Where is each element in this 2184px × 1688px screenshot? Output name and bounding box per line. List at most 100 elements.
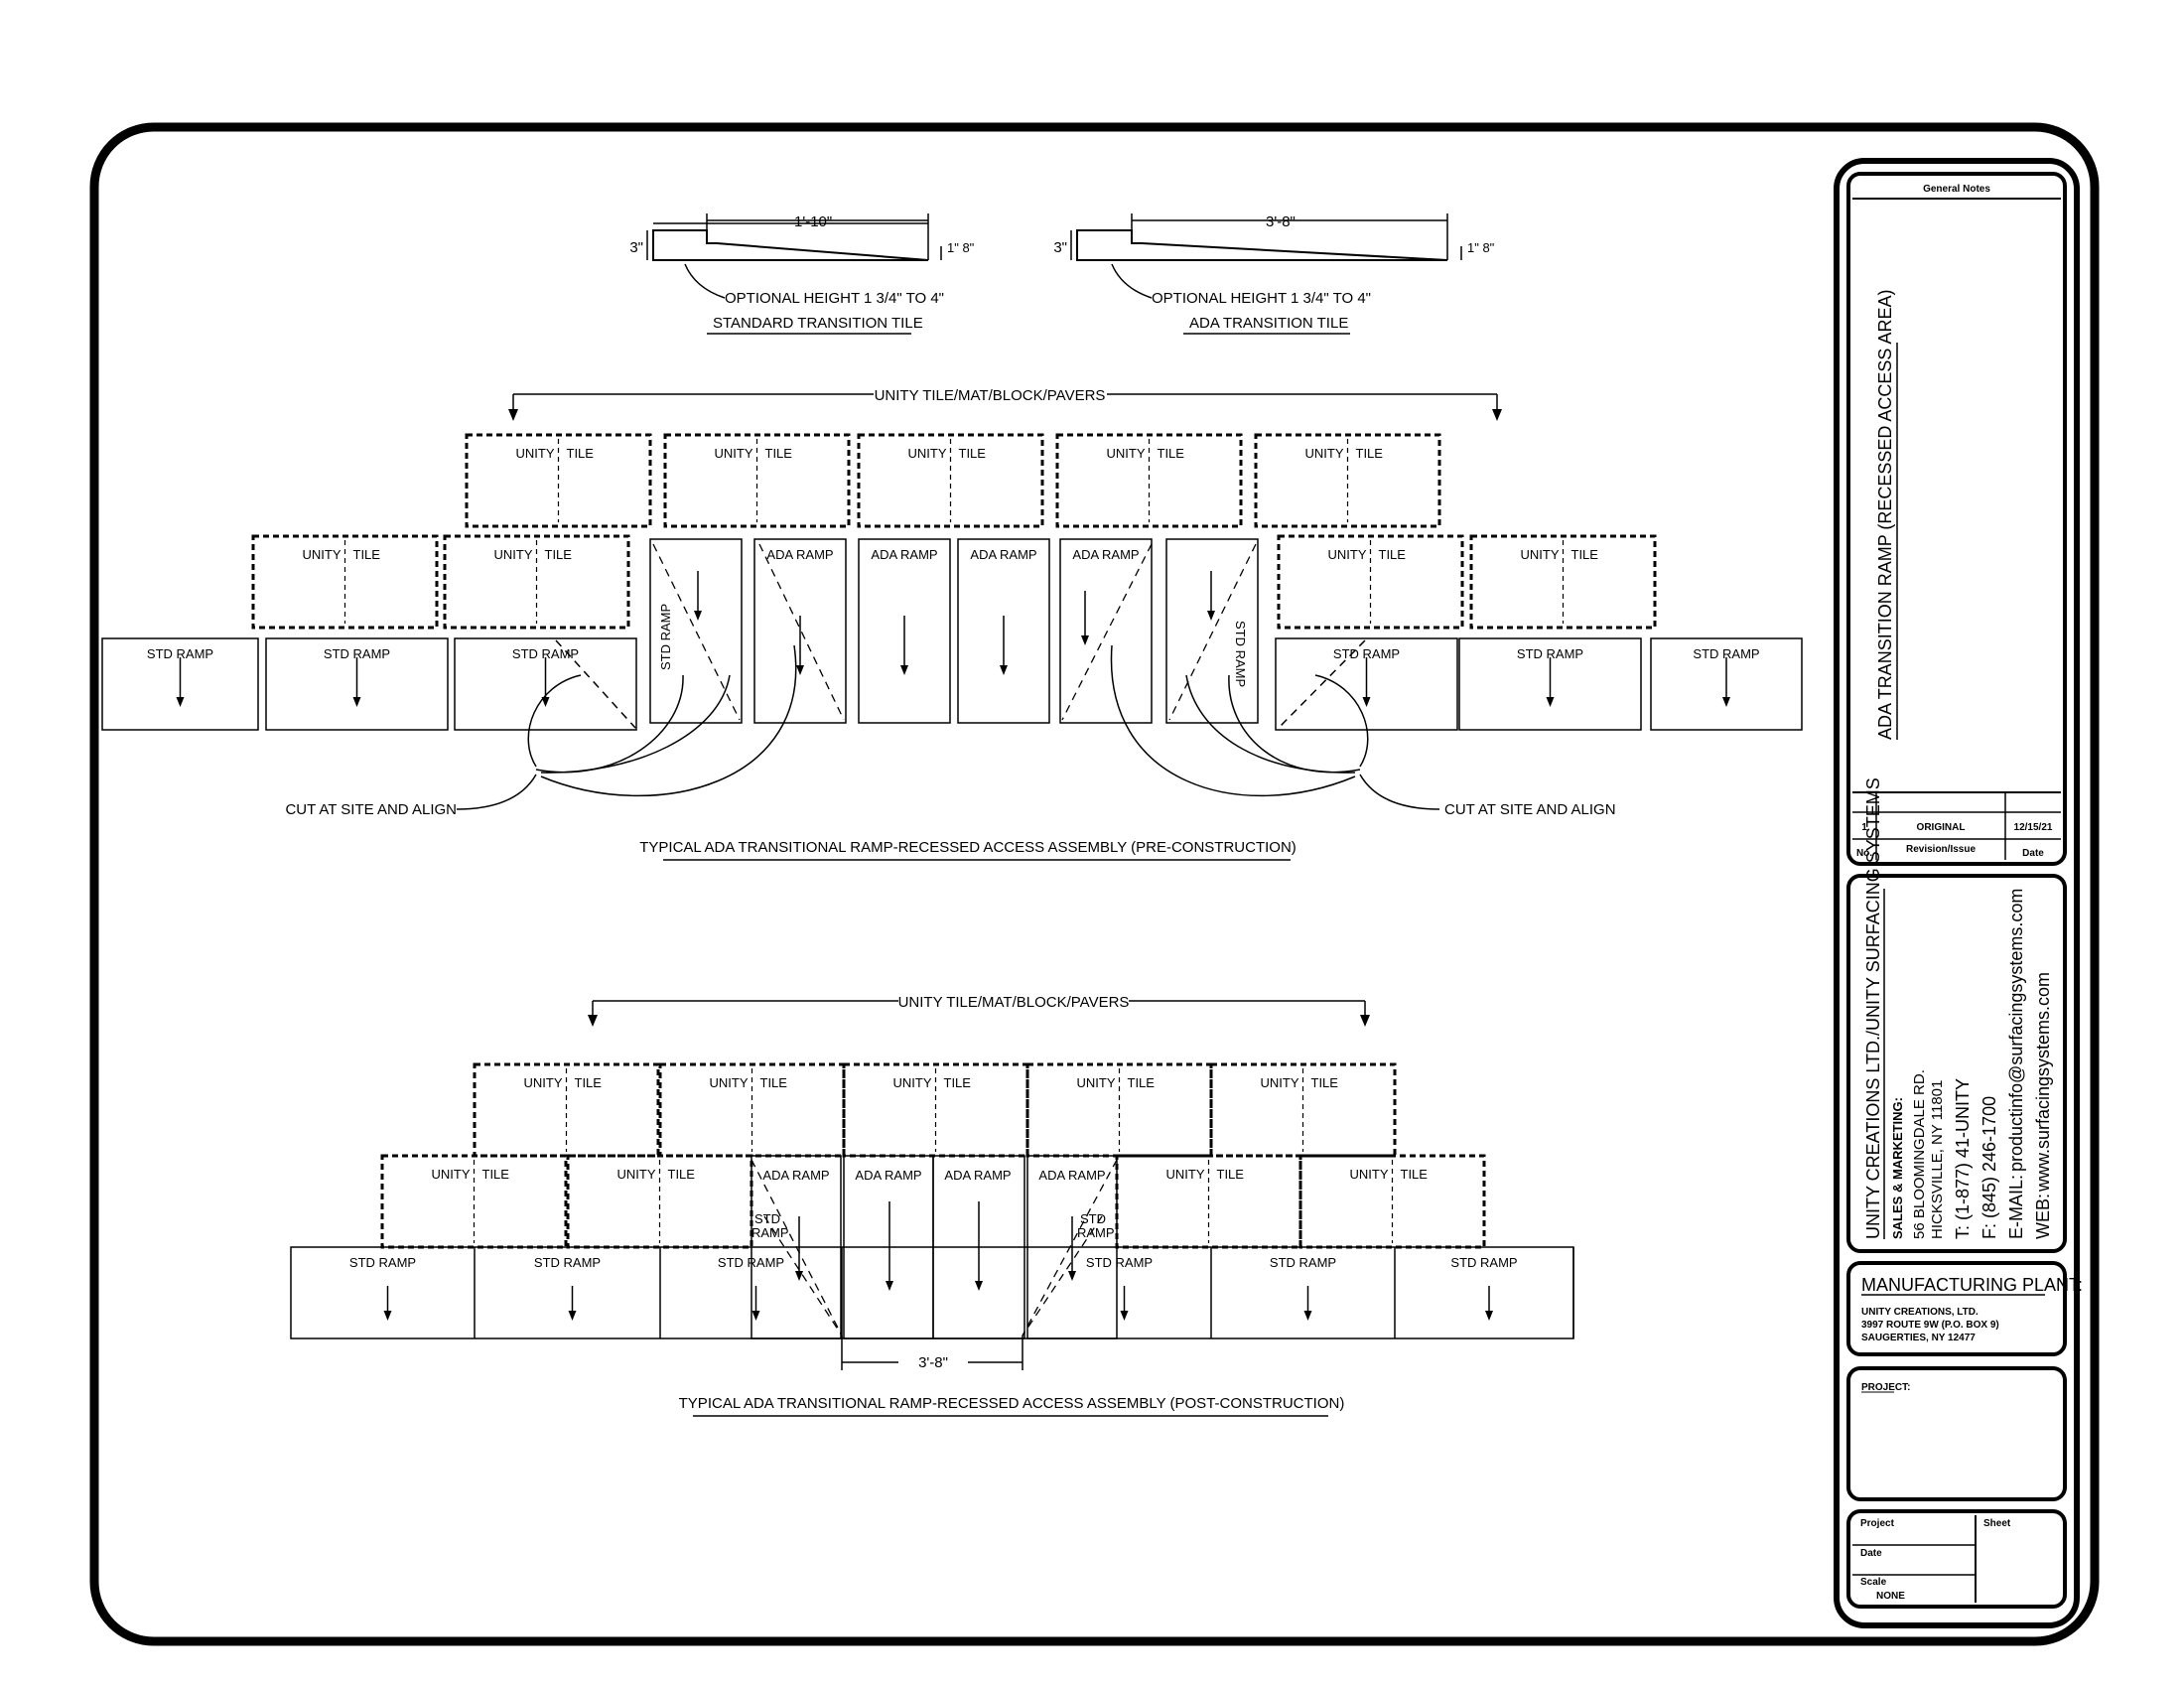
tile-label-unity: UNITY <box>715 446 753 461</box>
ada-ramp: ADA RAMP <box>753 538 847 724</box>
direction-arrow-head <box>568 1311 577 1321</box>
plant-line-1: UNITY CREATIONS, LTD. <box>1861 1307 1979 1318</box>
general-notes-panel <box>1846 172 2067 866</box>
direction-arrow-head <box>383 1311 392 1321</box>
plant-heading: MANUFACTURING PLANT: <box>1861 1275 2083 1295</box>
direction-arrow-head <box>1068 1271 1076 1281</box>
tile-label-unity: UNITY <box>908 446 947 461</box>
ada-ramp-label: ADA RAMP <box>1072 547 1139 562</box>
std-ramp-outline <box>101 637 259 731</box>
direction-arrow-head <box>1722 697 1730 707</box>
direction-arrow-head <box>1303 1311 1312 1321</box>
std-ramp-label: STD RAMP <box>512 646 579 661</box>
std-ramp: STD RAMP <box>454 637 637 731</box>
direction-arrow-head <box>1485 1311 1493 1321</box>
cut-line <box>1168 543 1257 721</box>
ada-ramp-outline <box>1026 1155 1118 1339</box>
tile-label-unity: UNITY <box>516 446 555 461</box>
email-address[interactable]: productinfo@surfacingsystems.com <box>2006 889 2026 1172</box>
unity-tile-outline <box>380 1154 568 1249</box>
tile-label-unity: UNITY <box>1107 446 1146 461</box>
tile-label-tile: TILE <box>1128 1075 1156 1090</box>
project-label: PROJECT: <box>1861 1382 1910 1393</box>
tile-label-unity: UNITY <box>524 1075 563 1090</box>
company-panel <box>1846 874 2067 1253</box>
revision-header-no: No. <box>1856 848 1872 859</box>
ada-ramp-label: ADA RAMP <box>1038 1168 1105 1183</box>
sheet-info-panel <box>1846 1509 2067 1609</box>
direction-arrow-head <box>1000 665 1008 675</box>
tile-label-unity: UNITY <box>710 1075 749 1090</box>
std-ramp-label: STD RAMP <box>324 646 390 661</box>
tile-label-tile: TILE <box>353 547 381 562</box>
scale-value: NONE <box>1876 1591 1905 1602</box>
direction-arrow-head <box>1207 611 1215 621</box>
tile-label-tile: TILE <box>1401 1167 1429 1182</box>
unity-tile-outline <box>443 534 630 630</box>
pre-cut-note-left: CUT AT SITE AND ALIGN <box>285 801 457 818</box>
cut-line <box>1278 639 1366 729</box>
std-ramp-small-label: RAMP <box>1077 1225 1115 1240</box>
std-ramp: STD RAMP <box>1650 637 1803 731</box>
ada-tile-title: ADA TRANSITION TILE <box>1189 315 1348 332</box>
tile-label-unity: UNITY <box>494 547 533 562</box>
std-ramp-label: STD RAMP <box>1517 646 1583 661</box>
direction-arrow-head <box>975 1281 983 1291</box>
cut-line <box>763 1215 843 1336</box>
direction-arrow-head <box>751 1311 760 1321</box>
revision-header-description: Revision/Issue <box>1906 844 1976 855</box>
unity-tile-outline <box>842 1062 1029 1158</box>
std-ramp-label: STD RAMP <box>1333 646 1400 661</box>
std-ramp-label: STD RAMP <box>658 604 673 670</box>
tile-label-tile: TILE <box>1217 1167 1245 1182</box>
std-ramp-small-label: STD <box>754 1211 780 1226</box>
tile-label-tile: TILE <box>1379 547 1407 562</box>
pre-cut-note-right: CUT AT SITE AND ALIGN <box>1444 801 1616 818</box>
ada-ramp: ADA RAMP <box>1059 538 1153 724</box>
ada-ramp-outline <box>957 538 1050 724</box>
unity-tile-outline <box>1277 534 1464 630</box>
sheet-border <box>89 122 2100 1646</box>
std-ramp-label: STD RAMP <box>147 646 213 661</box>
std-ramp-outline <box>265 637 449 731</box>
std-ramp-outline <box>454 637 637 731</box>
std-ramp-rotated: STD RAMP <box>1165 538 1259 724</box>
revision-description: ORIGINAL <box>1917 822 1966 833</box>
tile-label-tile: TILE <box>944 1075 972 1090</box>
tile-label-tile: TILE <box>1356 446 1384 461</box>
revision-date: 12/15/21 <box>2014 822 2053 833</box>
web-address[interactable]: www.surfacingsystems.com <box>2033 972 2053 1193</box>
direction-arrow-head <box>176 697 185 707</box>
std-tile-length: 1'-10" <box>794 213 832 230</box>
label-sheet: Sheet <box>1983 1518 2011 1529</box>
pre-title: TYPICAL ADA TRANSITIONAL RAMP-RECESSED A… <box>639 839 1297 856</box>
std-ramp-small-label: RAMP <box>751 1225 789 1240</box>
unity-tile-outline <box>251 534 439 630</box>
std-tile-title: STANDARD TRANSITION TILE <box>713 315 923 332</box>
web-label: WEB: <box>2033 1194 2053 1239</box>
direction-arrow-head <box>1546 697 1555 707</box>
post-title: TYPICAL ADA TRANSITIONAL RAMP-RECESSED A… <box>679 1395 1345 1412</box>
unity-tile-outline <box>1298 1154 1486 1249</box>
ada-ramp: ADA RAMP <box>751 1155 842 1339</box>
direction-arrow-head <box>795 1271 803 1281</box>
unity-tile-outline <box>465 433 652 528</box>
label-date: Date <box>1860 1548 1882 1559</box>
tile-label-unity: UNITY <box>1350 1167 1389 1182</box>
label-scale: Scale <box>1860 1577 1887 1588</box>
cut-line <box>1022 1215 1103 1336</box>
direction-arrow-head <box>900 665 908 675</box>
pre-span-label: UNITY TILE/MAT/BLOCK/PAVERS <box>875 387 1106 404</box>
std-ramp-rotated-outline <box>1165 538 1259 724</box>
ada-ramp-outline <box>753 538 847 724</box>
plant-line-3: SAUGERTIES, NY 12477 <box>1861 1333 1976 1343</box>
